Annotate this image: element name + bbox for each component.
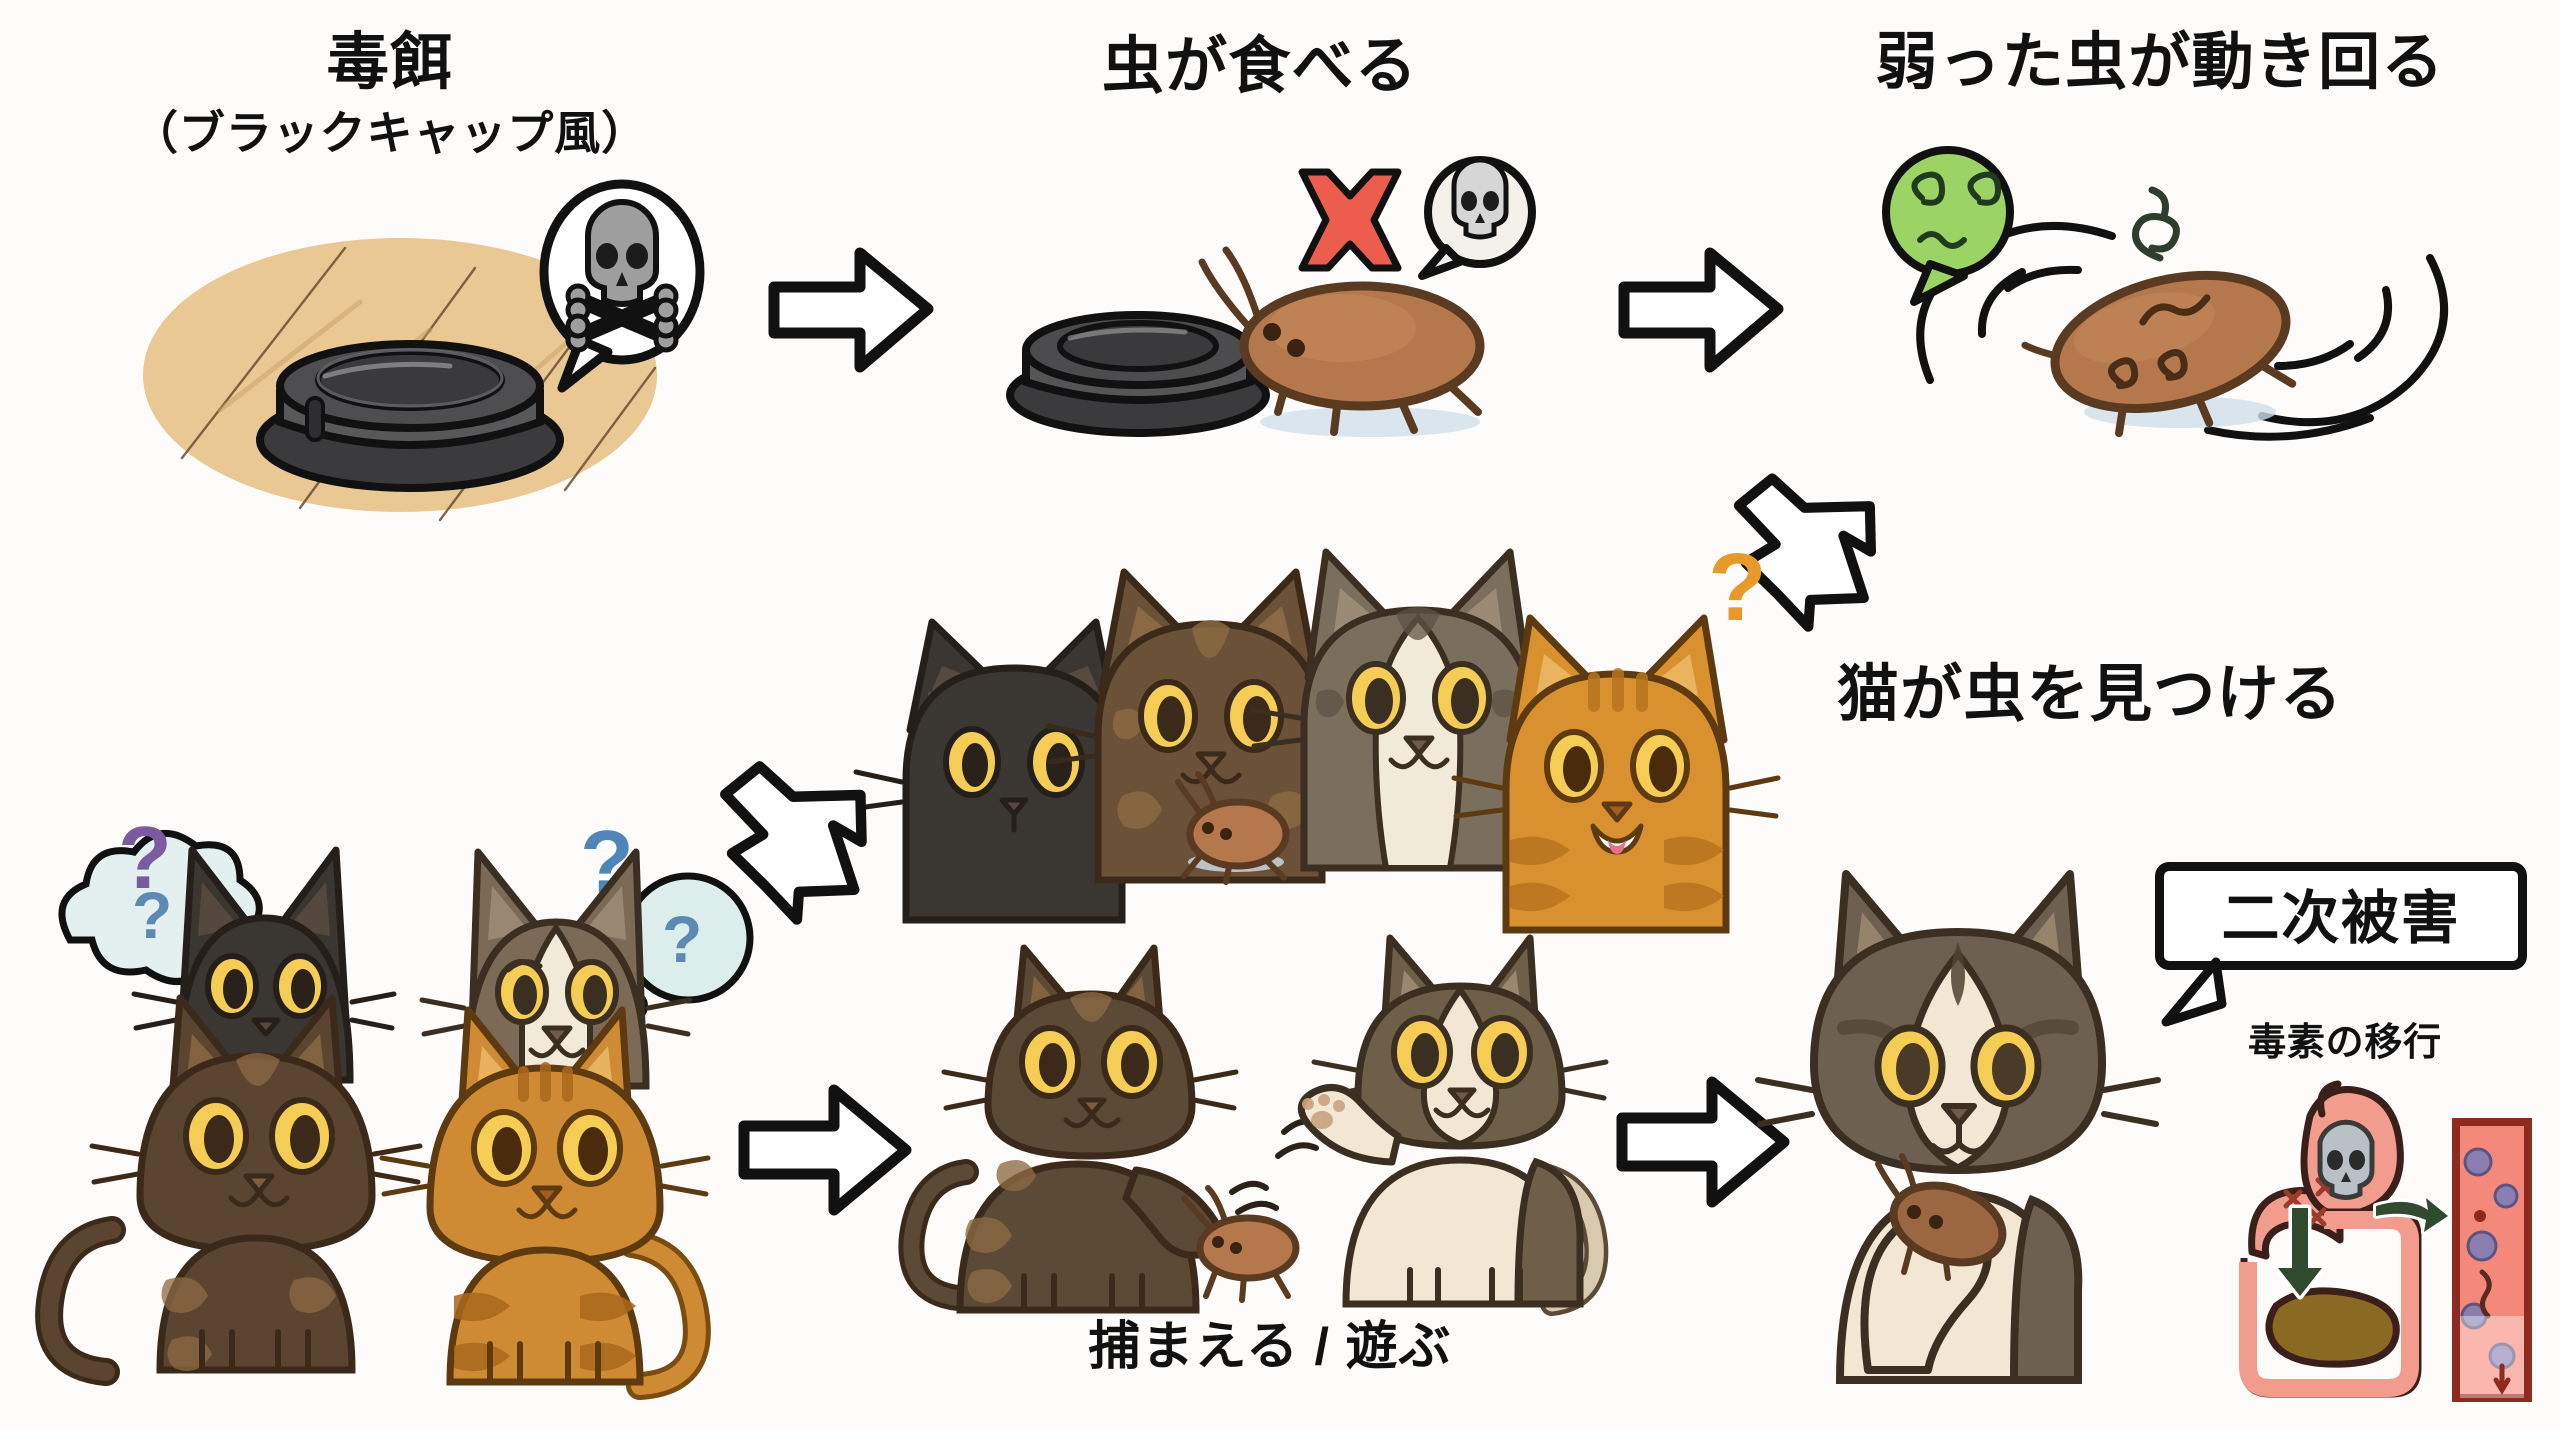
bait-station-icon	[256, 340, 564, 492]
secondary-damage-badge: 二次被害	[2155, 862, 2527, 970]
cockroach-icon	[1875, 1153, 2007, 1281]
step5-confused-cats-illustration: ? ? ? ?	[10, 770, 770, 1400]
spiral-swirl-icon	[2132, 186, 2180, 262]
dark-brown-tabby-cat	[35, 994, 423, 1386]
step5-question-mark-purple: ?	[118, 808, 172, 907]
secondary-damage-label: 二次被害	[2221, 886, 2461, 951]
step3-title: 弱った虫が動き回る	[1875, 28, 2445, 97]
cream-white-tabby-cat	[1297, 934, 1609, 1316]
svg-text:?: ?	[132, 878, 172, 952]
grey-white-tabby-cat	[1249, 548, 1587, 872]
arrow-step3-to-step4	[1690, 455, 1900, 632]
digestive-tract-diagram	[2230, 1080, 2550, 1410]
step4-cats-find-bug-illustration: ?	[853, 500, 1781, 934]
arrow-step1-to-step2	[760, 235, 940, 385]
step4-question-mark: ?	[1708, 534, 1767, 641]
step2-title: 虫が食べる	[1101, 32, 1419, 101]
step6-cats-playing-illustration	[898, 920, 1609, 1340]
arrow-step2-to-step3	[1610, 235, 1790, 385]
step1-title-line2: （ブラックキャップ風）	[131, 107, 649, 159]
step4-title: 猫が虫を見つける	[1837, 660, 2343, 729]
arrow-step5-to-step6	[730, 1070, 920, 1230]
arrow-step6-to-step7	[1608, 1062, 1798, 1222]
blood-vessel-icon	[2452, 1118, 2532, 1402]
step3-dizzy-bug-illustration	[1830, 130, 2490, 460]
red-x-icon	[1298, 168, 1402, 272]
toxin-transfer-label: 毒素の移行	[2248, 1022, 2442, 1064]
cockroach-icon	[1181, 1185, 1300, 1303]
bait-station-icon	[1006, 311, 1270, 437]
dark-tabby-cat	[898, 944, 1239, 1314]
secondary-damage-badge-tail	[2150, 957, 2260, 1040]
orange-tabby-cat	[1451, 614, 1781, 934]
orange-tabby-cat	[379, 1006, 711, 1400]
step1-bait-illustration	[110, 179, 750, 550]
arrow-step4-to-step5	[675, 745, 895, 925]
step1-title-line1: 毒餌	[326, 28, 454, 97]
cockroach-icon	[1198, 246, 1485, 436]
green-dizzy-face-icon	[1882, 146, 2014, 306]
arrow-right-icon	[2373, 1195, 2451, 1235]
step7-cat-with-bug-illustration	[1755, 850, 2230, 1384]
dizzy-cockroach-icon	[2021, 270, 2297, 438]
skull-and-crossbones-icon	[539, 179, 705, 393]
motion-lines-icon	[1229, 1118, 1321, 1215]
skull-icon	[2317, 1119, 2375, 1200]
step6-caption: 捕まえる / 遊ぶ	[1088, 1318, 1452, 1376]
arrow-down-icon	[2274, 1204, 2326, 1300]
cockroach-icon	[1175, 771, 1290, 885]
grey-white-tabby-cat	[1755, 870, 2161, 1384]
skull-icon	[1418, 156, 1536, 280]
svg-text:?: ?	[662, 902, 702, 976]
step2-bug-eating-illustration	[990, 150, 1570, 460]
